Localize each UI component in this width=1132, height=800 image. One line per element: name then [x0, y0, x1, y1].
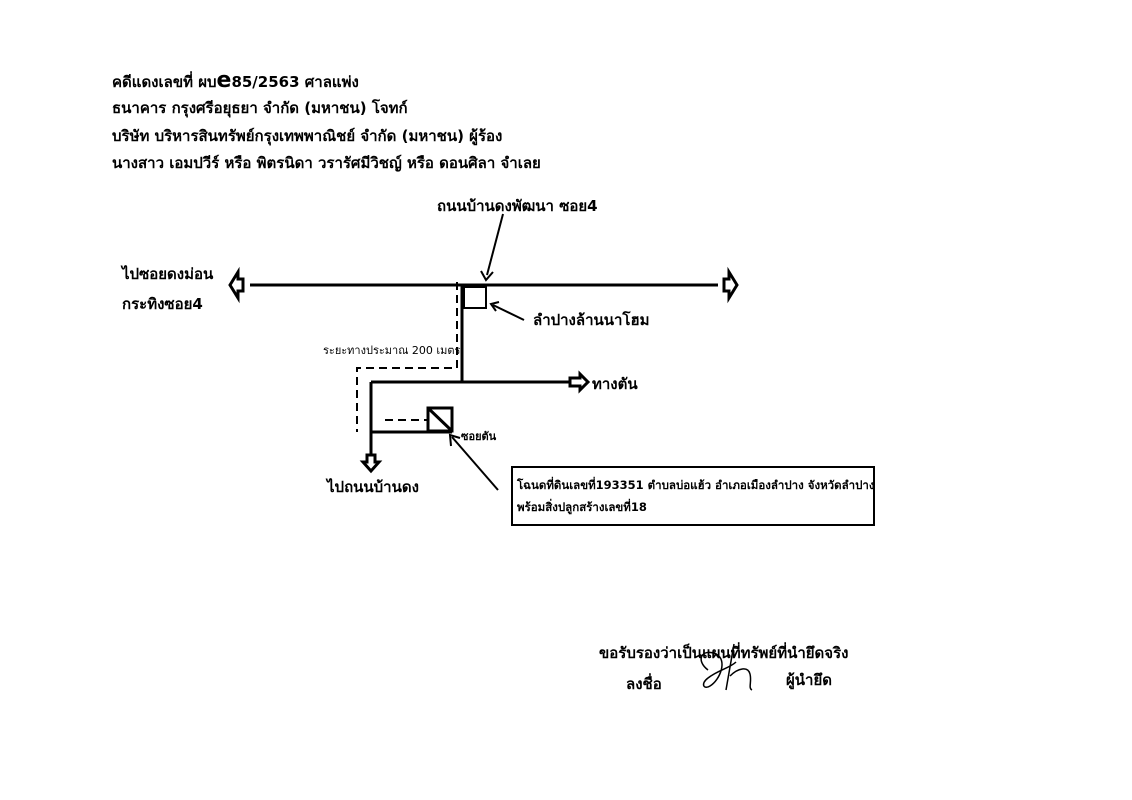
- landmark-square: [463, 286, 487, 309]
- certification-statement: ขอรับรองว่าเป็นแผนที่ทรัพย์ที่นำยึดจริง: [599, 644, 849, 662]
- case-e: e: [216, 68, 232, 93]
- distance-path: [356, 282, 458, 432]
- to-road-label: ไปถนนบ้านดง: [327, 478, 419, 496]
- down-arrow: [359, 453, 383, 474]
- dead-end-arrow: [568, 370, 591, 394]
- defendant-line: นางสาว เอมปวีร์ หรือ พิตรนิดา วรารัศมีวิ…: [112, 154, 541, 172]
- landmark-pointer-head: [489, 301, 500, 312]
- parcel-building: พร้อมสิ่งปลูกสร้างเลขที่18: [517, 500, 647, 514]
- parcel-diagonal: [426, 406, 454, 433]
- dead-end-soi-label: ซอยตัน: [461, 430, 497, 443]
- case-rest: 85/2563 ศาลแพ่ง: [231, 73, 359, 91]
- right-arrow: [722, 266, 739, 304]
- sign-label: ลงชื่อ: [626, 675, 662, 693]
- dead-end-label: ทางตัน: [592, 375, 638, 393]
- left-destination-1: ไปซอยดงม่อน: [122, 265, 214, 283]
- top-road-pointer: [486, 213, 504, 276]
- case-number: คดีแดงเลขที่ ผบe85/2563 ศาลแพ่ง: [112, 68, 359, 94]
- landmark-label: ลำปางล้านนาโฮม: [533, 311, 650, 329]
- plaintiff-line: ธนาคาร กรุงศรีอยุธยา จำกัด (มหาชน) โจทก์: [112, 99, 408, 117]
- parcel-pointer: [451, 436, 499, 491]
- left-destination-2: กระทิงซอย4: [122, 295, 203, 313]
- case-prefix: คดีแดงเลขที่ ผบ: [112, 73, 217, 91]
- parcel-info-box: โฉนดที่ดินเลขที่193351 ตำบลบ่อแฮ้ว อำเภอ…: [511, 466, 875, 526]
- distance-label: ระยะทางประมาณ 200 เมตร: [323, 344, 461, 357]
- signature: [700, 643, 753, 691]
- landmark-pointer: [492, 304, 525, 321]
- petitioner-line: บริษัท บริหารสินทรัพย์กรุงเทพพาณิชย์ จำก…: [112, 127, 503, 145]
- left-arrow: [228, 266, 245, 304]
- parcel-pointer-head: [448, 433, 461, 447]
- role-label: ผู้นำยึด: [786, 671, 832, 689]
- parcel-deed: โฉนดที่ดินเลขที่193351 ตำบลบ่อแฮ้ว อำเภอ…: [517, 478, 875, 492]
- top-road-label: ถนนบ้านดงพัฒนา ซอย4: [437, 197, 598, 215]
- top-road-pointer-head: [480, 270, 494, 282]
